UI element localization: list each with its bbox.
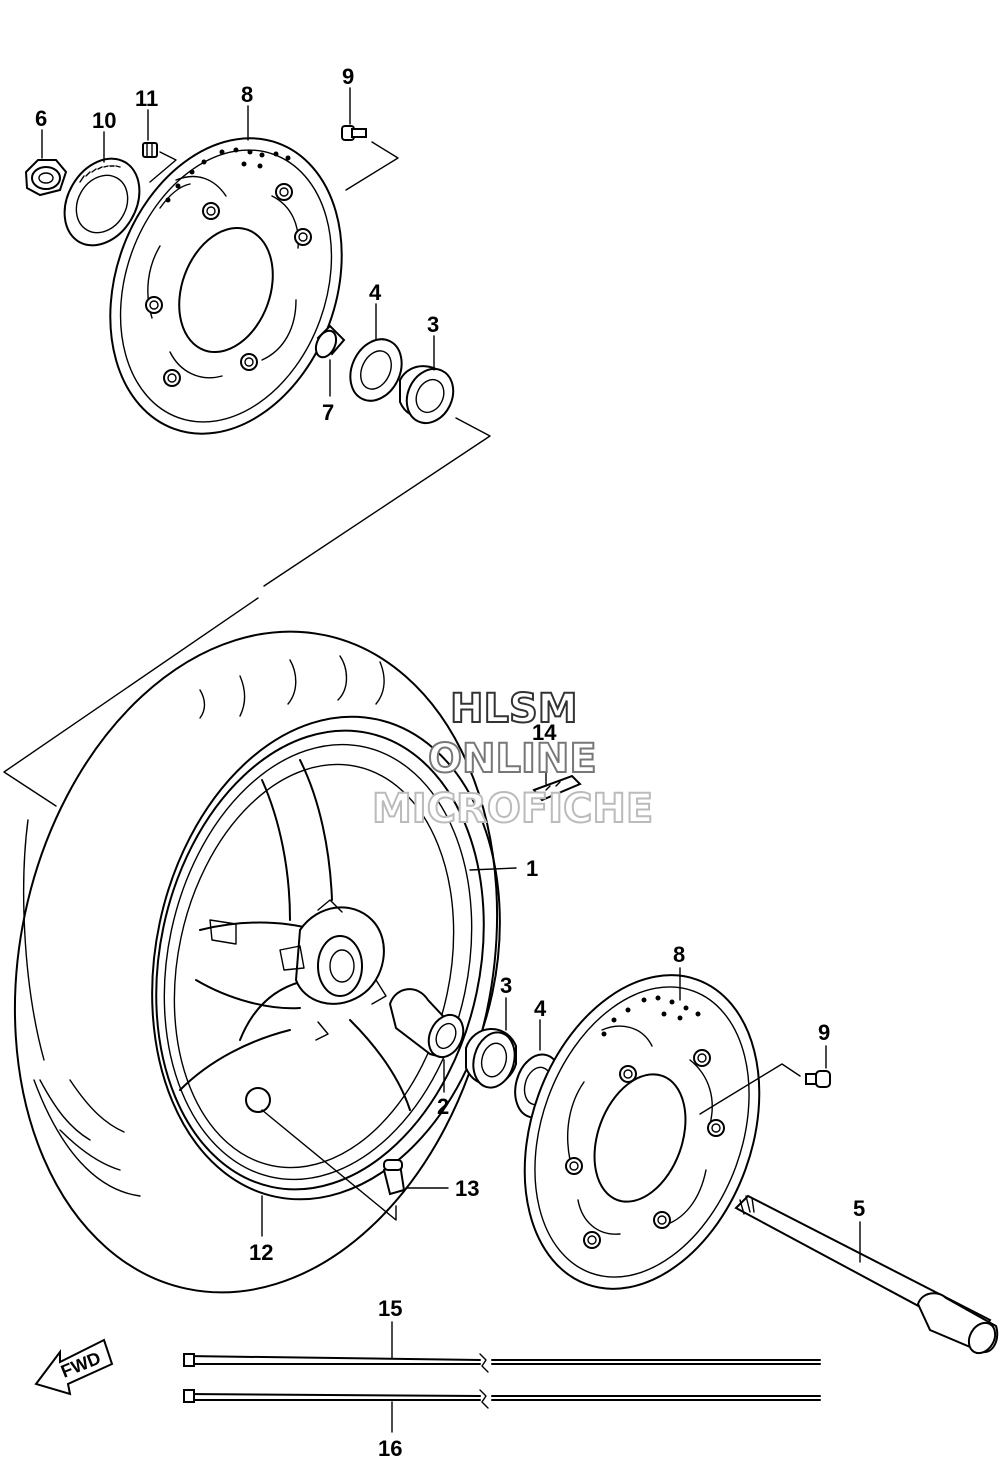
- front-axle: [734, 1194, 999, 1355]
- watermark: HLSM ONLINE MICROFICHE: [371, 685, 654, 833]
- watermark-line-1: HLSM: [450, 686, 578, 732]
- brake-disc-lower: [523, 974, 761, 1290]
- bearing-lower-a: [465, 1028, 517, 1089]
- callout-13: 13: [455, 1176, 479, 1201]
- callout-3-upper: 3: [427, 312, 439, 337]
- callout-6: 6: [35, 106, 47, 131]
- forward-direction-arrow: FWD: [34, 1338, 114, 1396]
- wheel-collar: [388, 988, 465, 1059]
- valve-guide-line: [261, 1109, 397, 1221]
- callout-15: 15: [378, 1296, 402, 1321]
- callout-9-lower: 9: [818, 1020, 830, 1045]
- callout-4-upper: 4: [369, 280, 382, 305]
- bolt-guide-line-upper: [345, 141, 399, 191]
- callout-3-lower: 3: [500, 973, 512, 998]
- bearing-upper-b: [399, 365, 455, 425]
- cable-tie-lower: [183, 1389, 821, 1409]
- callout-11: 11: [135, 86, 158, 111]
- sensor-rotor: [63, 157, 141, 247]
- disc-bolt-lower: [805, 1070, 831, 1088]
- callout-9-upper: 9: [342, 64, 354, 89]
- watermark-line-3: MICROFICHE: [372, 786, 653, 832]
- wheel-rim: [155, 729, 485, 1191]
- assembly-guide-line-lower: [3, 597, 259, 807]
- wheel-leader-line: [469, 867, 517, 871]
- disc-bolt-upper: [341, 125, 367, 141]
- balance-weight: [532, 774, 582, 802]
- callout-16: 16: [378, 1436, 402, 1461]
- assembly-guide-line: [263, 417, 491, 587]
- callout-1: 1: [526, 856, 538, 881]
- bearing-upper-a: [349, 338, 403, 402]
- callout-10: 10: [92, 108, 116, 133]
- callout-8-upper: 8: [241, 82, 253, 107]
- spacer: [314, 324, 346, 359]
- rotor-bolt: [142, 142, 158, 158]
- bolt-guide-line-lower: [699, 1063, 801, 1115]
- cable-tie-upper: [183, 1353, 821, 1373]
- callout-8-lower: 8: [673, 942, 685, 967]
- front-tire: [13, 630, 501, 1294]
- callout-2: 2: [437, 1094, 449, 1119]
- bolt-guide-line: [149, 151, 177, 183]
- watermark-line-2: ONLINE: [428, 736, 597, 782]
- tire-valve: [382, 1159, 406, 1196]
- callout-12: 12: [249, 1240, 273, 1265]
- callout-14: 14: [532, 720, 557, 745]
- callout-7: 7: [322, 400, 334, 425]
- callout-5: 5: [853, 1196, 865, 1221]
- callout-4-lower: 4: [534, 996, 547, 1021]
- brake-disc-upper: [109, 137, 343, 435]
- hub-nut: [24, 159, 68, 197]
